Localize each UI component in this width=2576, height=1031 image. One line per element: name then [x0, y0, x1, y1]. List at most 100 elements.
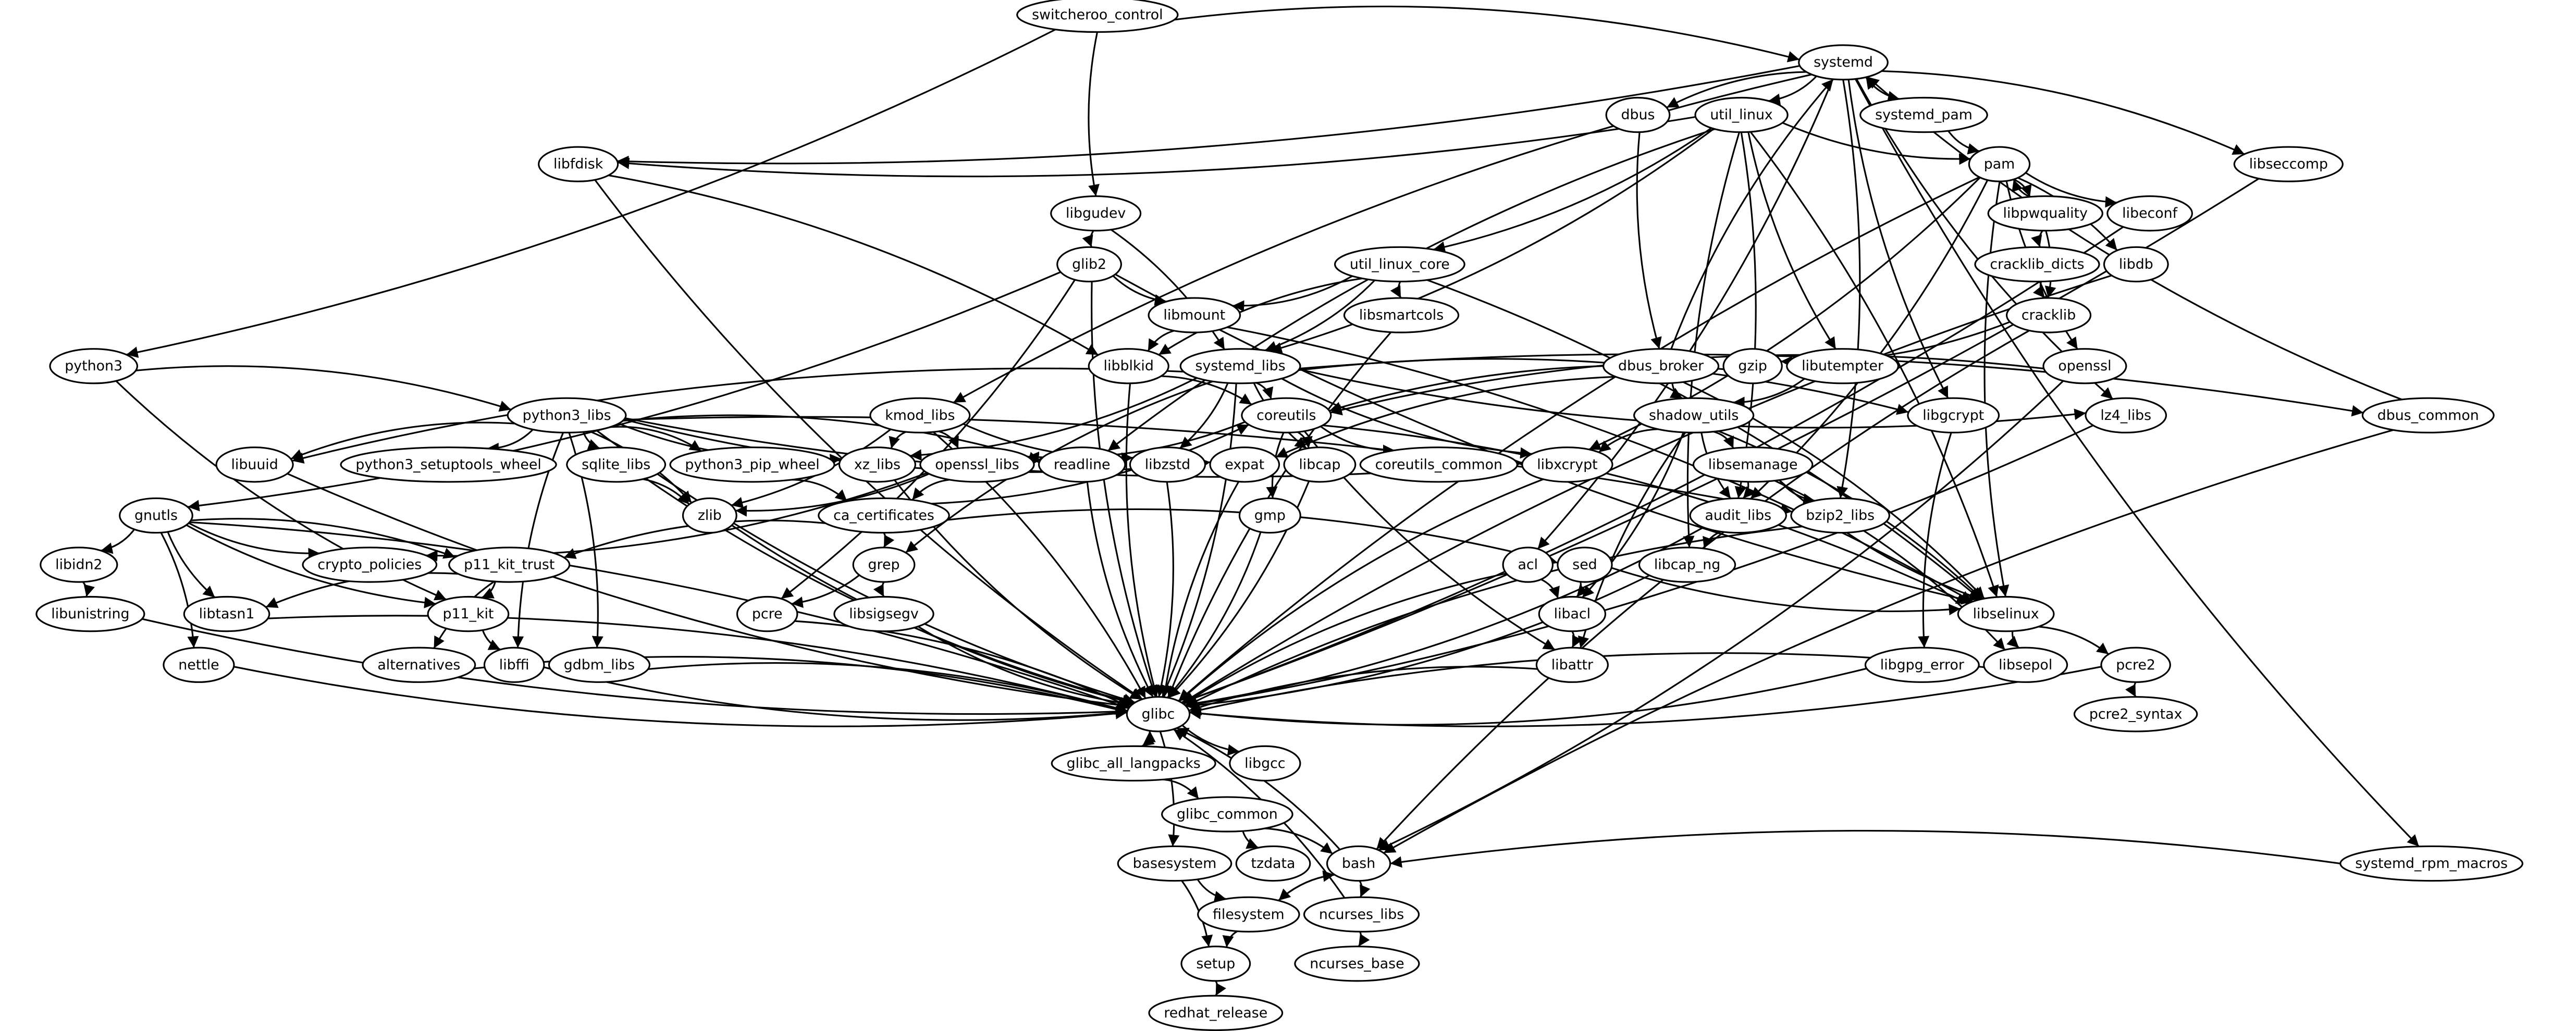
node-dbus_common[interactable] [2361, 397, 2495, 433]
node-dbus_broker[interactable] [1603, 348, 1720, 384]
edge-p11_kit_trust-to-p11_kit [481, 581, 496, 599]
node-libxcrypt[interactable] [1521, 446, 1613, 483]
node-libsemanage[interactable] [1692, 446, 1814, 483]
node-libgudev[interactable] [1050, 195, 1142, 232]
node-crypto_policies[interactable] [302, 546, 438, 583]
edge-dbus_broker-to-expat [1275, 376, 1616, 458]
node-p11_kit_trust[interactable] [448, 546, 571, 583]
node-audit_libs[interactable] [1689, 497, 1788, 534]
node-readline[interactable] [1038, 446, 1126, 483]
node-glibc[interactable] [1126, 696, 1191, 732]
node-systemd[interactable] [1798, 44, 1889, 81]
node-tzdata[interactable] [1235, 845, 1311, 882]
node-libutempter[interactable] [1786, 348, 1900, 384]
node-libunistring[interactable] [35, 595, 145, 632]
node-p11_kit[interactable] [427, 595, 510, 632]
node-libffi[interactable] [483, 647, 545, 683]
node-coreutils[interactable] [1241, 397, 1332, 433]
node-openssl[interactable] [2042, 348, 2127, 384]
node-pcre2_syntax[interactable] [2073, 696, 2198, 732]
node-libdb[interactable] [2103, 246, 2169, 283]
node-systemd_pam[interactable] [1859, 96, 1988, 133]
node-glib2[interactable] [1056, 246, 1122, 283]
node-ncurses_libs[interactable] [1303, 896, 1420, 933]
edge-nettle-to-glibc [233, 666, 1127, 727]
node-kmod_libs[interactable] [869, 397, 971, 433]
node-libacl[interactable] [1538, 595, 1607, 632]
node-pcre[interactable] [736, 595, 798, 632]
node-zlib[interactable] [682, 497, 737, 534]
node-ncurses_base[interactable] [1294, 946, 1420, 982]
node-systemd_libs[interactable] [1179, 348, 1301, 384]
node-libsepol[interactable] [1983, 647, 2068, 683]
node-python3_setuptools_wheel[interactable] [340, 446, 557, 483]
node-redhat_release[interactable] [1148, 995, 1284, 1031]
node-lz4_libs[interactable] [2085, 397, 2167, 433]
node-ca_certificates[interactable] [818, 497, 950, 534]
node-libfdisk[interactable] [538, 146, 619, 182]
node-libgcc[interactable] [1229, 745, 1301, 782]
node-libseccomp[interactable] [2233, 146, 2344, 182]
node-libblkid[interactable] [1088, 348, 1169, 384]
node-label: bash [1342, 855, 1375, 872]
node-systemd_rpm_macros[interactable] [2339, 845, 2523, 882]
edge-sed-to-libacl [1576, 581, 1589, 598]
edge-libdb-to-glibc [1181, 275, 2112, 704]
edge-util_linux_core-to-libsmartcols [1390, 281, 1402, 299]
node-bzip2_libs[interactable] [1790, 497, 1890, 534]
node-setup[interactable] [1180, 946, 1251, 982]
node-label: libcap_ng [1654, 557, 1720, 573]
node-sqlite_libs[interactable] [566, 446, 667, 483]
node-basesystem[interactable] [1117, 845, 1232, 882]
node-libcap[interactable] [1283, 446, 1357, 483]
node-util_linux_core[interactable] [1334, 246, 1465, 283]
node-python3_pip_wheel[interactable] [669, 446, 835, 483]
node-bash[interactable] [1326, 845, 1391, 882]
node-sed[interactable] [1557, 546, 1613, 583]
node-util_linux[interactable] [1694, 96, 1789, 133]
node-libsigsegv[interactable] [833, 595, 934, 632]
node-switcheroo_control[interactable] [1016, 0, 1179, 33]
node-libsmartcols[interactable] [1343, 297, 1460, 333]
node-libuuid[interactable] [215, 446, 294, 483]
node-label: bzip2_libs [1806, 507, 1875, 524]
node-libidn2[interactable] [40, 546, 118, 583]
node-libtasn1[interactable] [183, 595, 270, 632]
node-glibc_all_langpacks[interactable] [1051, 745, 1216, 782]
node-libpwquality[interactable] [1987, 195, 2103, 232]
node-filesystem[interactable] [1197, 896, 1300, 933]
edge-libsigsegv-to-glibc [917, 626, 1132, 709]
node-nettle[interactable] [163, 647, 235, 683]
node-gdbm_libs[interactable] [548, 647, 651, 683]
node-cracklib[interactable] [2005, 297, 2092, 333]
node-glibc_common[interactable] [1161, 796, 1293, 833]
node-libzstd[interactable] [1129, 446, 1206, 483]
node-shadow_utils[interactable] [1633, 397, 1755, 433]
node-acl[interactable] [1502, 546, 1554, 583]
node-dbus[interactable] [1605, 96, 1671, 133]
node-gnutls[interactable] [119, 497, 193, 534]
node-xz_libs[interactable] [838, 446, 916, 483]
node-openssl_libs[interactable] [919, 446, 1035, 483]
node-coreutils_common[interactable] [1359, 446, 1518, 483]
node-libgcrypt[interactable] [1907, 397, 2000, 433]
node-pcre2[interactable] [2100, 647, 2171, 683]
edge-util_linux-to-util_linux_core [1433, 127, 1712, 253]
node-libgpg_error[interactable] [1864, 647, 1980, 683]
node-libattr[interactable] [1535, 647, 1609, 683]
node-libeconf[interactable] [2106, 195, 2193, 232]
node-pam[interactable] [1968, 146, 2031, 182]
node-cracklib_dicts[interactable] [1974, 246, 2100, 283]
node-grep[interactable] [852, 546, 916, 583]
node-libselinux[interactable] [1957, 595, 2055, 632]
node-expat[interactable] [1209, 446, 1280, 483]
node-libmount[interactable] [1148, 297, 1241, 333]
node-python3_libs[interactable] [507, 397, 627, 433]
node-gzip[interactable] [1722, 348, 1783, 384]
edge-shadow_utils-to-libxcrypt [1598, 428, 1659, 453]
node-libcap_ng[interactable] [1638, 546, 1736, 583]
edge-systemd-to-libfdisk [617, 65, 1800, 167]
node-python3[interactable] [49, 348, 139, 384]
node-alternatives[interactable] [362, 647, 476, 683]
node-gmp[interactable] [1238, 497, 1301, 534]
